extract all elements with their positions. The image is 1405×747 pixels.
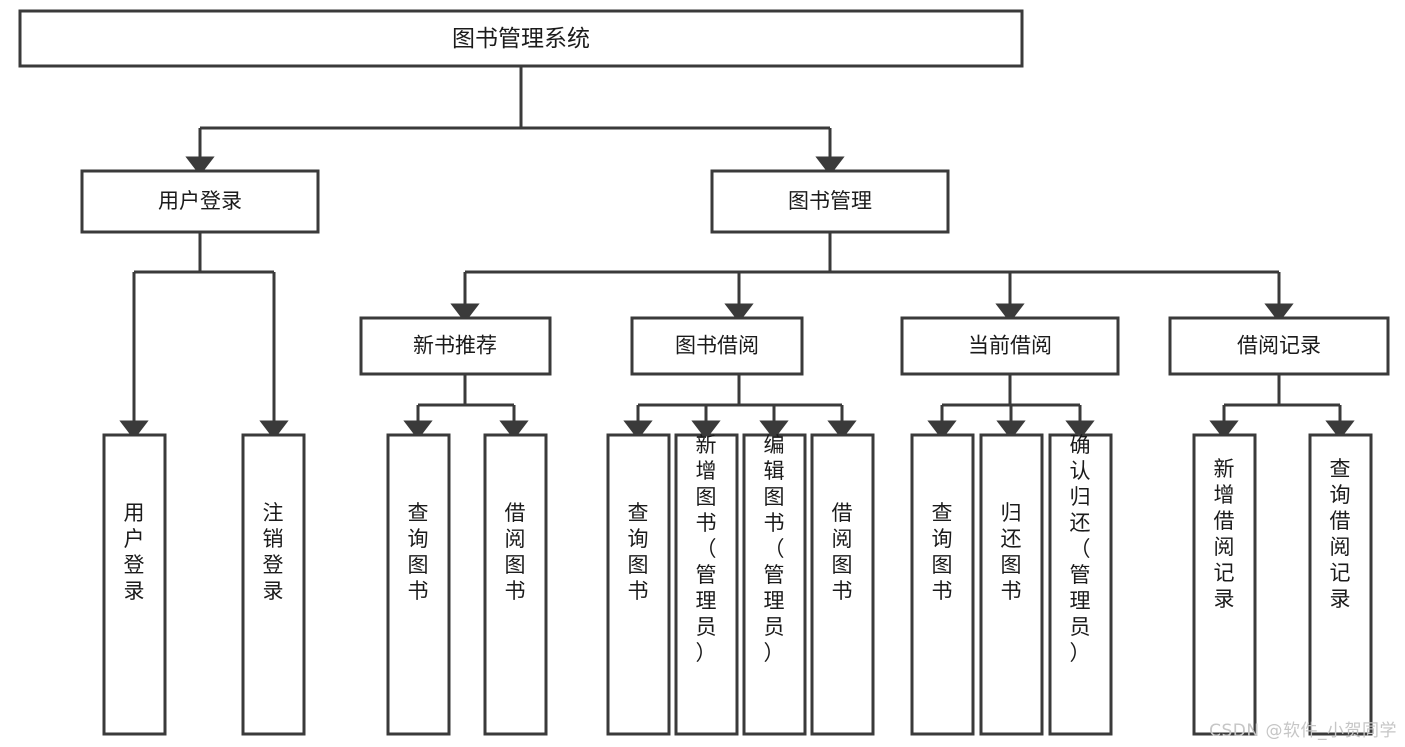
node-leaf-query-book-2-label: 查询图书 [628, 501, 649, 603]
node-user-login-label: 用户登录 [158, 189, 242, 213]
node-leaf-add-book-label: 新增图书（管理员） [696, 433, 717, 665]
node-leaf-query-book-3[interactable]: 查询图书 [910, 433, 975, 736]
node-leaf-borrow-book-1-box[interactable] [483, 433, 548, 736]
node-leaf-return-book-box[interactable] [979, 433, 1044, 736]
node-leaf-user-login-box[interactable] [102, 433, 167, 736]
node-leaf-return-book[interactable]: 归还图书 [979, 433, 1044, 736]
node-leaf-borrow-book-2[interactable]: 借阅图书 [810, 433, 875, 736]
node-book-manage-box[interactable] [710, 169, 950, 234]
node-leaf-borrow-book-2-label: 借阅图书 [832, 501, 853, 603]
node-leaf-user-logout-label: 注销登录 [263, 501, 284, 603]
node-root-box[interactable] [18, 9, 1024, 68]
node-leaf-add-record[interactable]: 新增借阅记录 [1192, 433, 1257, 736]
node-leaf-query-book-1-box[interactable] [386, 433, 451, 736]
node-leaf-user-login-label: 用户登录 [124, 501, 145, 603]
node-book-borrow[interactable]: 图书借阅 [630, 316, 804, 376]
node-leaf-add-book[interactable]: 新增图书（管理员） [674, 433, 739, 736]
node-leaf-borrow-book-1[interactable]: 借阅图书 [483, 433, 548, 736]
node-new-book-rec-label: 新书推荐 [413, 334, 497, 358]
node-leaf-borrow-book-1-label: 借阅图书 [505, 501, 526, 603]
node-leaf-query-record[interactable]: 查询借阅记录 [1308, 433, 1373, 736]
node-leaf-add-record-box[interactable] [1192, 433, 1257, 736]
node-leaf-return-book-label: 归还图书 [1001, 501, 1022, 603]
node-leaf-user-logout[interactable]: 注销登录 [241, 433, 306, 736]
node-leaf-query-book-3-box[interactable] [910, 433, 975, 736]
node-root[interactable]: 图书管理系统 [18, 9, 1024, 68]
node-user-login-box[interactable] [80, 169, 320, 234]
node-borrow-record-label: 借阅记录 [1237, 334, 1321, 358]
connector-group [119, 66, 1355, 440]
node-leaf-confirm-return[interactable]: 确认归还（管理员） [1048, 433, 1113, 736]
node-book-manage-label: 图书管理 [788, 189, 872, 213]
node-leaf-edit-book[interactable]: 编辑图书（管理员） [742, 433, 807, 736]
node-leaf-query-record-label: 查询借阅记录 [1330, 457, 1351, 611]
node-leaf-borrow-book-2-box[interactable] [810, 433, 875, 736]
node-leaf-add-book-box[interactable] [674, 433, 739, 736]
node-new-book-rec[interactable]: 新书推荐 [359, 316, 552, 376]
node-leaf-query-book-2[interactable]: 查询图书 [606, 433, 671, 736]
node-current-borrow[interactable]: 当前借阅 [900, 316, 1120, 376]
node-leaf-query-book-1-label: 查询图书 [408, 501, 429, 603]
node-leaf-confirm-return-box[interactable] [1048, 433, 1113, 736]
node-leaf-query-record-box[interactable] [1308, 433, 1373, 736]
node-leaf-user-logout-box[interactable] [241, 433, 306, 736]
node-leaf-add-record-label: 新增借阅记录 [1214, 457, 1235, 611]
node-borrow-record[interactable]: 借阅记录 [1168, 316, 1390, 376]
node-leaf-edit-book-label: 编辑图书（管理员） [764, 433, 785, 665]
node-book-manage[interactable]: 图书管理 [710, 169, 950, 234]
node-leaf-query-book-2-box[interactable] [606, 433, 671, 736]
node-user-login[interactable]: 用户登录 [80, 169, 320, 234]
node-book-borrow-box[interactable] [630, 316, 804, 376]
node-current-borrow-box[interactable] [900, 316, 1120, 376]
node-leaf-user-login[interactable]: 用户登录 [102, 433, 167, 736]
node-leaf-query-book-1[interactable]: 查询图书 [386, 433, 451, 736]
node-book-borrow-label: 图书借阅 [675, 334, 759, 358]
node-leaf-edit-book-box[interactable] [742, 433, 807, 736]
node-new-book-rec-box[interactable] [359, 316, 552, 376]
node-current-borrow-label: 当前借阅 [968, 334, 1052, 358]
node-borrow-record-box[interactable] [1168, 316, 1390, 376]
csdn-watermark: CSDN @软件_小贺同学 [1209, 721, 1397, 741]
node-root-label: 图书管理系统 [452, 26, 590, 52]
node-leaf-query-book-3-label: 查询图书 [932, 501, 953, 603]
leaf-node-group: 用户登录 注销登录 查询图书 借阅图书 查询图书 新增图书（管理员） [102, 433, 1373, 736]
node-leaf-confirm-return-label: 确认归还（管理员） [1070, 433, 1091, 665]
